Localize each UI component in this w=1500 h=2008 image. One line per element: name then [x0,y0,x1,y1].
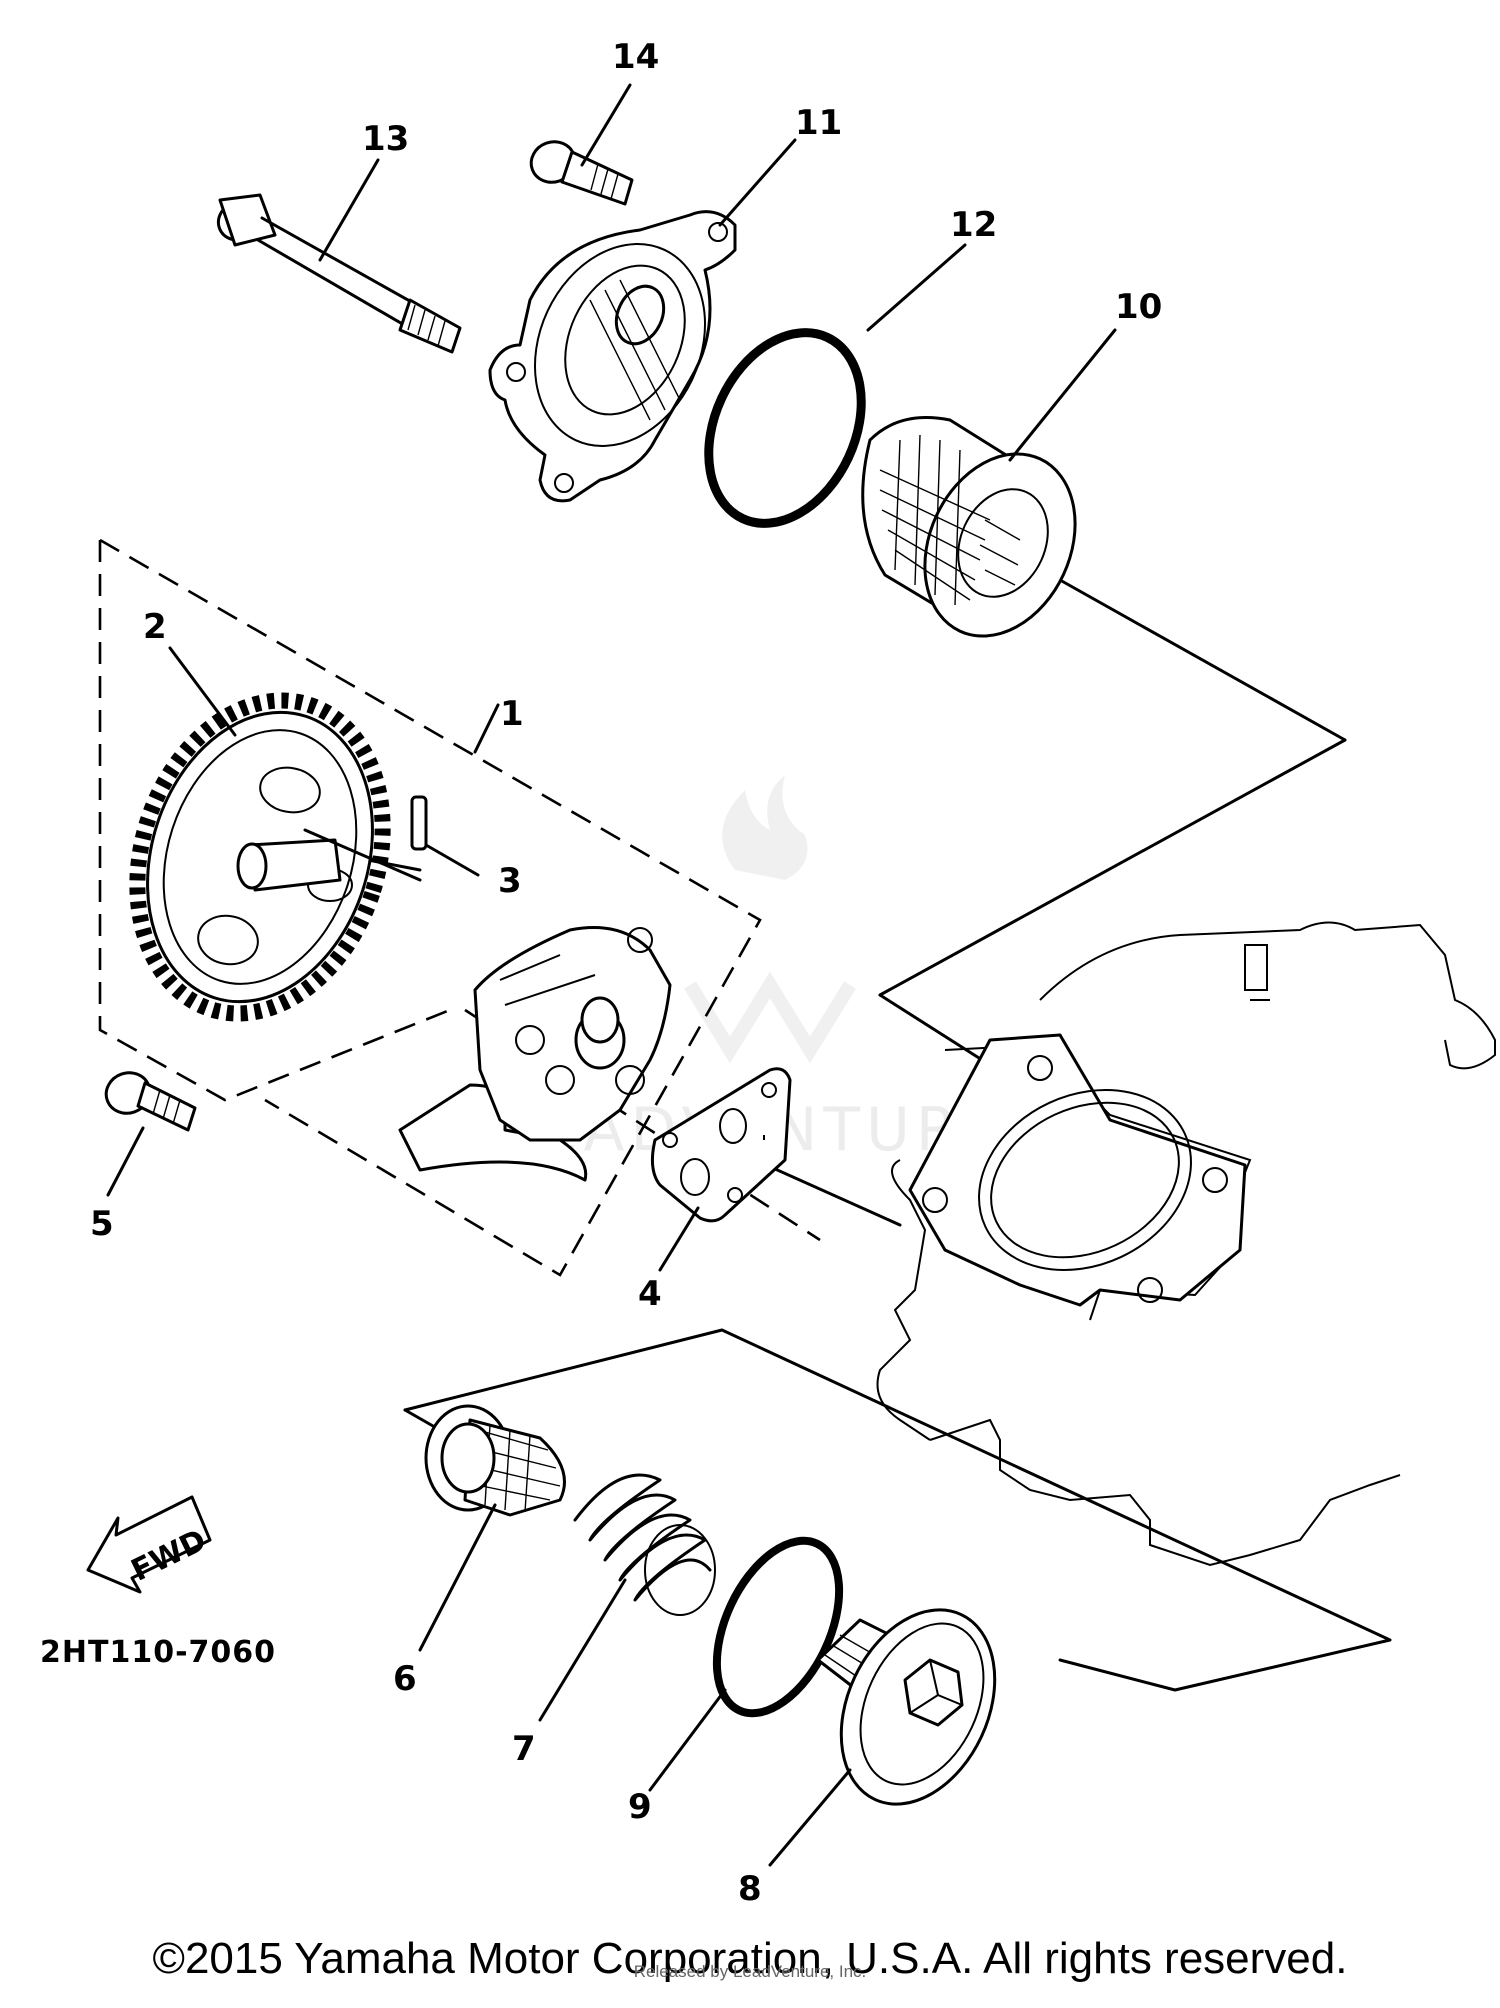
diagram-part-code: 2HT110-7060 [40,1635,276,1670]
part-10-oil-filter [861,416,1077,638]
part-8-drain-plug [816,1608,997,1806]
part-3-pin [303,795,428,882]
callout-labels: 1 2 3 4 5 6 7 8 9 10 11 12 13 14 [90,37,1162,1909]
provider-text: Released by LeadVenture, Inc. [633,1962,867,1981]
part-2-gear [129,692,391,1022]
part-13-long-bolt [216,193,462,354]
fwd-arrow-icon: FWD [86,1495,212,1594]
part-4-gasket [650,1067,792,1223]
callout-2: 2 [143,607,167,647]
crankcase-outline [876,921,1496,1567]
part-11-filter-cover [488,210,737,503]
part-12-o-ring [704,328,866,528]
callout-10: 10 [1115,287,1162,327]
callout-14: 14 [612,37,659,77]
part-1-pump-body [398,926,672,1182]
part-6-strainer [424,1404,566,1517]
callout-11: 11 [795,103,842,143]
part-7-spring [573,1473,716,1616]
callout-5: 5 [90,1204,114,1244]
callout-9: 9 [628,1787,652,1827]
callout-7: 7 [512,1729,536,1769]
leader-lines [106,83,1117,1867]
part-14-short-bolt [529,140,634,206]
callout-8: 8 [738,1869,762,1909]
callout-1: 1 [500,694,524,734]
assembly-outline [98,538,762,1277]
callout-12: 12 [950,205,997,245]
copyright-text: ©2015 Yamaha Motor Corporation, U.S.A. A… [152,1934,1348,1983]
callout-3: 3 [498,861,522,901]
callout-6: 6 [393,1659,417,1699]
part-9-o-ring [712,1536,844,1718]
callout-13: 13 [362,119,409,159]
callout-4: 4 [638,1274,662,1314]
part-5-screw [104,1071,197,1132]
